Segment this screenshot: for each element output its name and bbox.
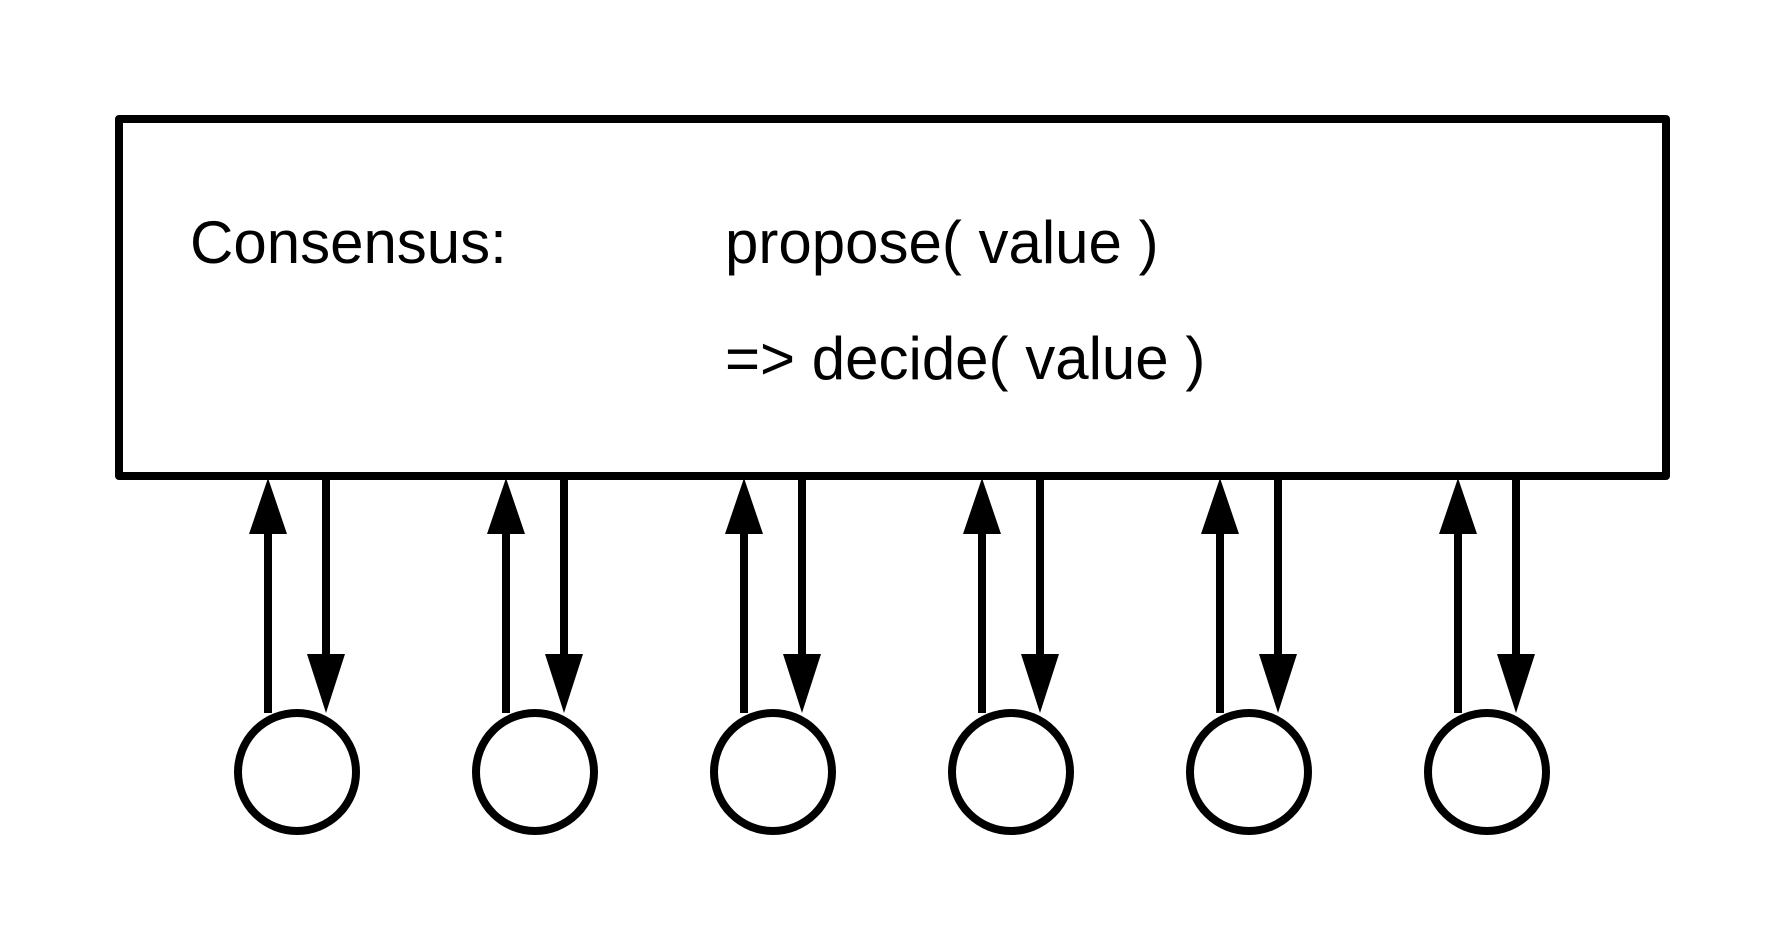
process-circle bbox=[234, 709, 360, 835]
process-node bbox=[710, 476, 836, 835]
propose-arrowhead-up bbox=[1439, 478, 1477, 534]
propose-arrowhead-up bbox=[963, 478, 1001, 534]
process-circle bbox=[1186, 709, 1312, 835]
propose-arrowhead-up bbox=[249, 478, 287, 534]
process-node bbox=[948, 476, 1074, 835]
propose-arrowhead-up bbox=[487, 478, 525, 534]
decide-arrowhead-down bbox=[1259, 654, 1297, 713]
consensus-box bbox=[115, 115, 1670, 480]
process-circle bbox=[1424, 709, 1550, 835]
process-node bbox=[1186, 476, 1312, 835]
process-layer bbox=[234, 476, 1550, 835]
process-node bbox=[1424, 476, 1550, 835]
decide-arrowhead-down bbox=[307, 654, 345, 713]
decide-operation: => decide( value ) bbox=[725, 325, 1205, 392]
decide-arrowhead-down bbox=[1021, 654, 1059, 713]
process-node bbox=[472, 476, 598, 835]
decide-arrowhead-down bbox=[1497, 654, 1535, 713]
process-circle bbox=[948, 709, 1074, 835]
decide-arrowhead-down bbox=[783, 654, 821, 713]
decide-arrowhead-down bbox=[545, 654, 583, 713]
process-circle bbox=[472, 709, 598, 835]
process-node bbox=[234, 476, 360, 835]
propose-arrowhead-up bbox=[1201, 478, 1239, 534]
consensus-label: Consensus: bbox=[190, 209, 507, 276]
process-circle bbox=[710, 709, 836, 835]
propose-arrowhead-up bbox=[725, 478, 763, 534]
propose-operation: propose( value ) bbox=[725, 209, 1159, 276]
